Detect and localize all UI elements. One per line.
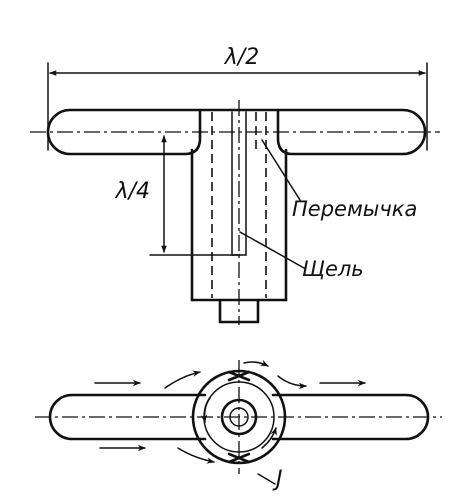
current-arrow-top-right-1 [277, 375, 307, 390]
current-arrow-left-inner [200, 397, 211, 423]
current-arrow-top-left-2 [164, 370, 201, 389]
bridge-mark-top [227, 370, 251, 382]
current-leader-line [257, 473, 276, 485]
current-flow-arrows: J [94, 359, 366, 492]
current-arrow-top-center [243, 359, 269, 367]
bridge-mark-bottom [227, 452, 251, 464]
quarter-wave-dimension: λ/4 [115, 135, 241, 256]
slot-leader-line [239, 231, 305, 269]
feed-section [190, 100, 288, 325]
half-wave-dimension: λ/2 [47, 45, 428, 151]
bridge-leader-line [261, 139, 301, 201]
half-wave-label: λ/2 [224, 45, 259, 70]
slot-label: Щель [302, 257, 364, 281]
callouts: Перемычка Щель [239, 139, 417, 281]
dipole-left-arm [46, 108, 202, 156]
current-label: J [272, 467, 283, 492]
bridge-label: Перемычка [292, 197, 417, 221]
current-arrow-bottom-left-2 [177, 447, 215, 464]
current-arrow-right-inner [261, 427, 277, 449]
quarter-wave-label: λ/4 [115, 179, 150, 204]
bottom-view: J [35, 359, 442, 492]
dipole-arms [30, 108, 440, 156]
dipole-right-arm [276, 108, 427, 156]
bottom-right-arm [271, 393, 430, 441]
feed-cable-stub [218, 298, 260, 324]
top-view: λ/2 λ/4 [30, 45, 440, 325]
